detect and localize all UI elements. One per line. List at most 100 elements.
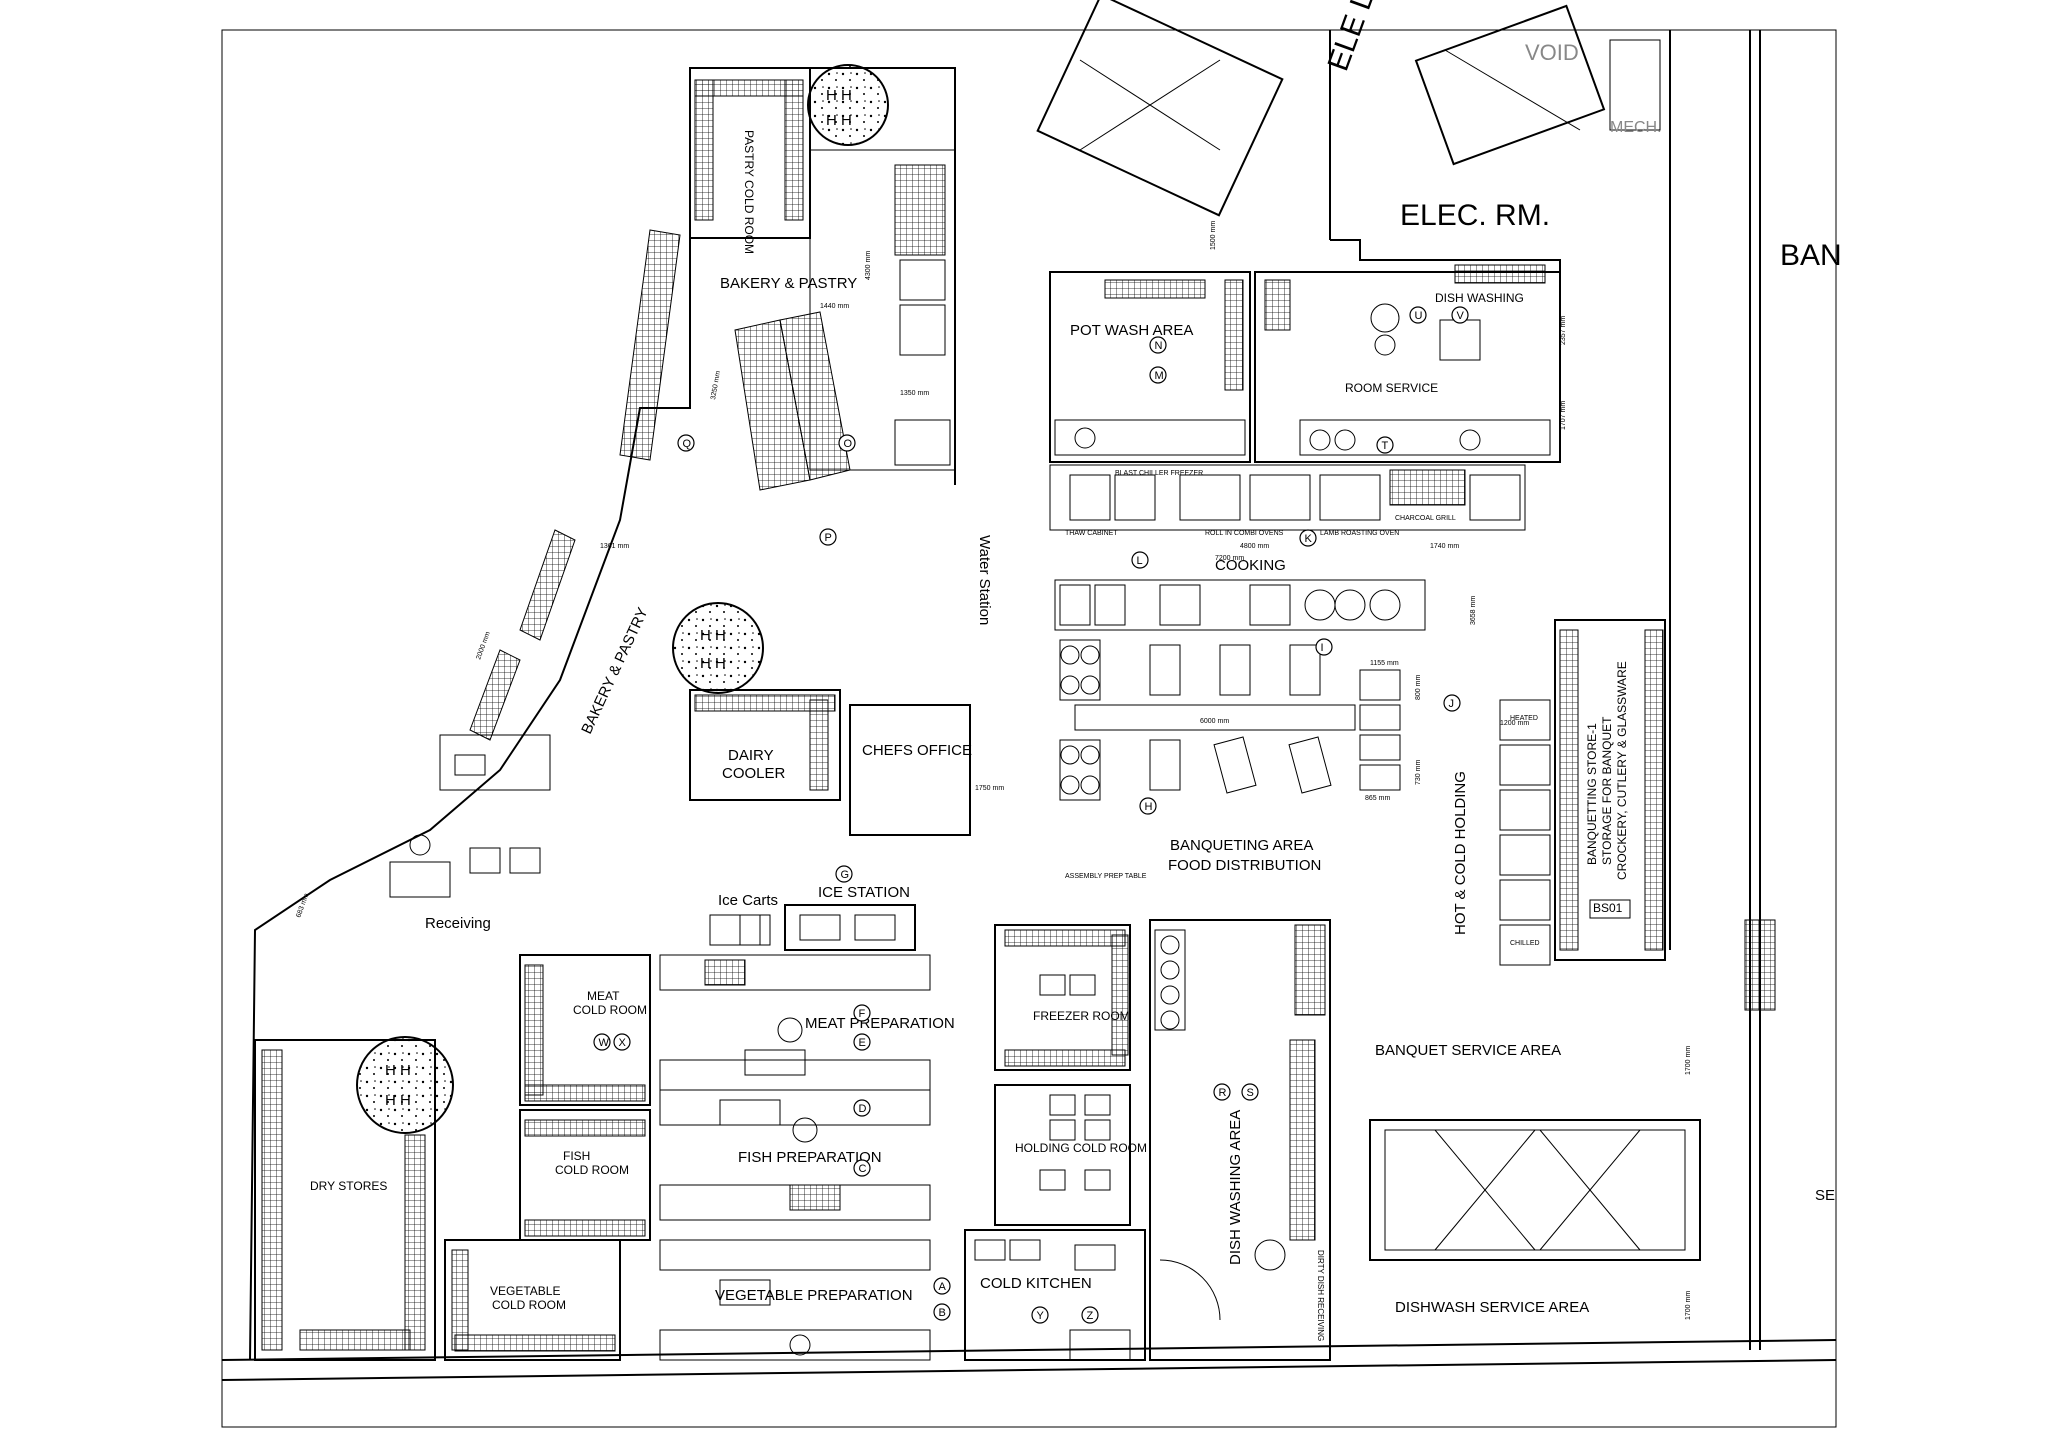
svg-text:H H: H H [826,87,852,104]
dairy-cooler [689,689,841,801]
label-banqueting-store: BANQUETTING STORE-1 [1585,723,1599,865]
section-marker-label-o: O [844,438,853,450]
label-fish-cold-room-1: FISH [563,1149,590,1163]
label-vegetable-preparation: VEGETABLE PREPARATION [715,1287,913,1304]
label-elec-lobby: ELE LOB [1322,0,1396,75]
svg-text:1350 mm: 1350 mm [900,390,929,397]
receiving [389,834,541,898]
section-marker-label-m: M [1155,370,1164,382]
section-marker-t [1376,436,1394,454]
label-dairy-cooler-1: DAIRY [728,747,774,764]
chefs-office [849,704,971,836]
section-marker-label-a: A [939,1281,947,1293]
label-vegetable-cold-room-2: COLD ROOM [492,1298,566,1312]
label-hot-cold-holding: HOT & COLD HOLDING [1452,771,1469,935]
svg-text:H H: H H [385,1062,411,1079]
label-ban-cut: BAN [1780,239,1842,272]
section-marker-u [1409,306,1427,324]
section-marker-label-x: X [619,1037,627,1049]
holding-cold-room [994,1084,1131,1226]
label-banqueting-store-sub: STORAGE FOR BANQUET [1600,716,1614,865]
svg-text:H H: H H [700,627,726,644]
section-marker-label-c: C [859,1163,867,1175]
label-lamb-roasting: LAMB ROASTING OVEN [1320,530,1399,537]
svg-text:H H: H H [385,1092,411,1109]
svg-text:3658 mm: 3658 mm [1470,596,1477,625]
section-marker-label-u: U [1415,310,1423,322]
section-marker-x [613,1033,631,1051]
label-charcoal-grill: CHARCOAL GRILL [1395,515,1456,522]
label-meat-cold-room-2: COLD ROOM [573,1003,647,1017]
freezer-room [994,924,1131,1071]
svg-text:H H: H H [826,112,852,129]
label-water-station: Water Station [976,535,993,625]
svg-text:1707 mm: 1707 mm [1560,401,1567,430]
label-freezer-room: FREEZER ROOM [1033,1009,1130,1023]
svg-text:800 mm: 800 mm [1415,675,1422,700]
label-ice-carts: Ice Carts [718,892,778,909]
section-marker-label-l: L [1137,555,1143,567]
ice-station [709,904,916,951]
label-banqueting-area: BANQUETING AREA [1170,837,1313,854]
section-marker-l [1131,551,1149,569]
svg-text:1155 mm: 1155 mm [1370,660,1399,667]
section-marker-label-z: Z [1087,1310,1094,1322]
section-marker-label-h: H [1145,801,1153,813]
section-marker-q [677,434,695,452]
combi-oven-line [1049,464,1526,531]
svg-text:730 mm: 730 mm [1415,760,1422,785]
section-marker-r [1213,1083,1231,1101]
label-ice-station: ICE STATION [818,884,910,901]
section-marker-label-t: T [1382,440,1389,452]
label-pastry-cold-room: PASTRY COLD ROOM [742,130,756,254]
dish-washing-room-service [1254,264,1561,463]
section-marker-v [1451,306,1469,324]
meat-cold-room [519,954,651,1106]
section-marker-label-w: W [599,1037,610,1049]
svg-text:683 mm: 683 mm [295,892,310,918]
svg-text:6000 mm: 6000 mm [1200,718,1229,725]
stockpot-circle-lower: H H H H [356,1036,454,1134]
label-bs01: BS01 [1593,901,1623,915]
dish-washing-area [1149,919,1331,1361]
section-marker-label-k: K [1305,533,1313,545]
label-dishwash-service-area: DISHWASH SERVICE AREA [1395,1299,1589,1316]
label-receiving: Receiving [425,915,491,932]
label-chefs-office: CHEFS OFFICE [862,742,972,759]
label-food-distribution: FOOD DISTRIBUTION [1168,857,1321,874]
label-roll-in-combi: ROLL IN COMBI OVENS [1205,530,1284,537]
section-marker-a [933,1277,951,1295]
svg-text:4800 mm: 4800 mm [1240,543,1269,550]
fish-cold-room [519,1109,651,1241]
svg-text:2357 mm: 2357 mm [1560,316,1567,345]
section-marker-label-r: R [1219,1087,1227,1099]
label-meat-preparation: MEAT PREPARATION [805,1015,955,1032]
label-dish-washing-top: DISH WASHING [1435,291,1524,305]
section-marker-w [593,1033,611,1051]
banquet-service-area [1294,919,1776,1261]
section-marker-n [1149,336,1167,354]
section-marker-b [933,1303,951,1321]
svg-text:865 mm: 865 mm [1365,795,1390,802]
label-fish-preparation: FISH PREPARATION [738,1149,882,1166]
label-elec-rm: ELEC. RM. [1400,199,1550,232]
section-marker-c [853,1159,871,1177]
label-fish-cold-room-2: COLD ROOM [555,1163,629,1177]
section-marker-label-g: G [841,869,850,881]
label-void: VOID [1525,40,1579,65]
label-room-service: ROOM SERVICE [1345,381,1438,395]
sheet-border [221,29,1837,1428]
section-marker-h [1139,797,1157,815]
section-marker-p [819,528,837,546]
label-dish-washing-area: DISH WASHING AREA [1227,1110,1244,1265]
section-marker-label-n: N [1155,340,1163,352]
vegetable-preparation [659,1239,931,1361]
svg-text:1200 mm: 1200 mm [1500,720,1529,727]
svg-text:1700 mm: 1700 mm [1685,1291,1692,1320]
label-se-cut: SE [1815,1187,1835,1204]
pot-wash-area [1049,271,1251,463]
label-dirty-dish-receiving: DIRTY DISH RECEIVING [1316,1250,1325,1341]
stockpot-circle-top: H H H H [807,64,889,146]
label-thaw-cabinet: THAW CABINET [1065,530,1118,537]
